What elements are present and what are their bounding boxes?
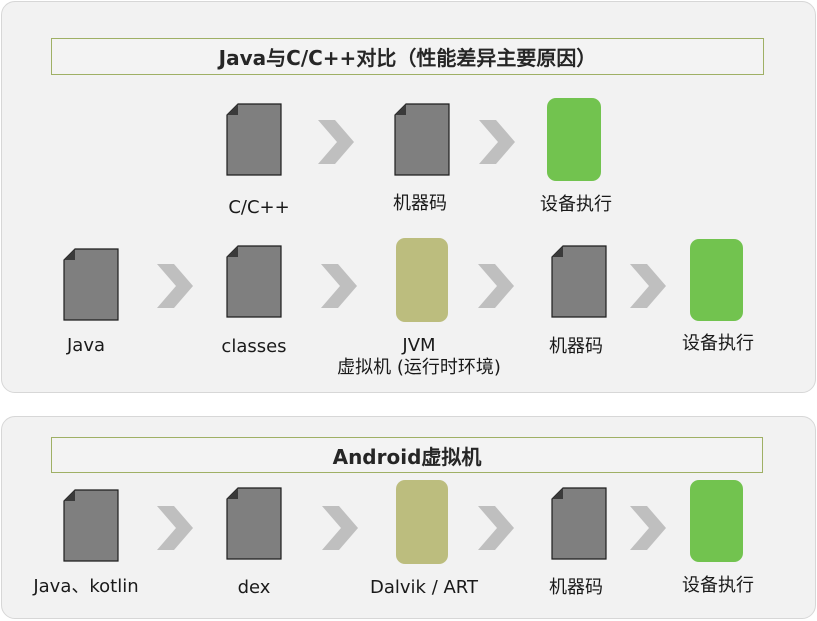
cpp-label: C/C++ [228,197,290,218]
panel-title: Android虚拟机 [51,437,763,473]
panel-title-text: Android虚拟机 [332,444,482,469]
cpp-source-file-icon [226,103,282,176]
jvm-block [396,238,448,322]
panel-title: Java与C/C++对比（性能差异主要原因） [51,38,764,75]
arrow-chevron-icon [630,264,666,308]
dex-file-icon [226,487,282,560]
machine-code-file-icon [394,103,450,176]
dalvik-art-label: Dalvik / ART [370,577,478,598]
machine-code-label: 机器码 [549,336,603,357]
machine-code-label: 机器码 [393,193,447,214]
arrow-chevron-icon [322,506,358,550]
device-execution-label: 设备执行 [540,194,612,215]
machine-code-file-icon [551,487,607,560]
device-execution-block [690,239,743,321]
machine-code-label: 机器码 [549,577,603,598]
java-source-file-icon [63,248,119,321]
classes-file-icon [226,245,282,318]
panel-title-text: Java与C/C++对比（性能差异主要原因） [218,46,597,70]
arrow-chevron-icon [157,506,193,550]
device-execution-block [690,480,743,562]
jvm-runtime-label: 虚拟机 (运行时环境) [337,357,501,378]
classes-label: classes [221,336,287,357]
java-label: Java [66,335,106,356]
arrow-chevron-icon [478,264,514,308]
arrow-chevron-icon [318,120,354,164]
arrow-chevron-icon [630,506,666,550]
device-execution-label: 设备执行 [682,333,754,354]
dex-label: dex [237,577,271,598]
machine-code-file-icon [551,245,607,318]
arrow-chevron-icon [321,264,357,308]
java-kotlin-source-file-icon [63,489,119,562]
device-execution-label: 设备执行 [682,575,754,596]
device-execution-block [547,98,601,181]
java-kotlin-label: Java、kotlin [33,576,139,597]
arrow-chevron-icon [479,120,515,164]
arrow-chevron-icon [157,264,193,308]
jvm-label: JVM [402,335,436,356]
java-vs-cpp-panel: Java与C/C++对比（性能差异主要原因） [1,1,816,393]
dalvik-art-block [396,480,448,564]
arrow-chevron-icon [478,506,514,550]
